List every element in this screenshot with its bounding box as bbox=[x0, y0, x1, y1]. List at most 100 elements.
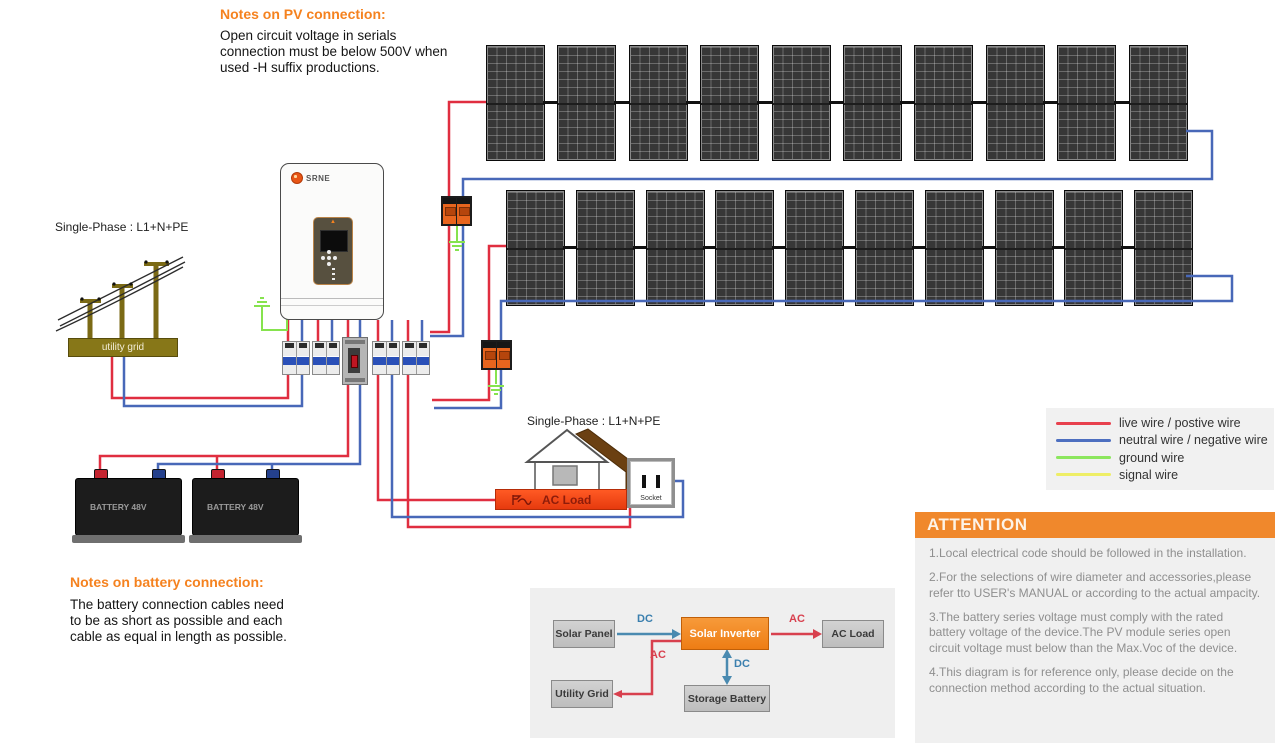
ac-label-top: AC bbox=[789, 613, 805, 625]
inverter-divider bbox=[281, 298, 383, 299]
main-breaker bbox=[342, 337, 368, 385]
attention-box: ATTENTION 1.Local electrical code should… bbox=[915, 512, 1275, 743]
pv-panel bbox=[843, 45, 902, 161]
srne-flame-icon bbox=[291, 172, 303, 184]
load-phase-label: Single-Phase : L1+N+PE bbox=[527, 414, 661, 428]
pv-panel bbox=[645, 190, 705, 306]
ac-load-label: AC Load bbox=[542, 492, 592, 507]
pv-series-link bbox=[1121, 246, 1135, 249]
inverter-brand: SRNE bbox=[306, 173, 331, 183]
legend-color-line bbox=[1056, 473, 1111, 477]
legend-item: live wire / postive wire bbox=[1056, 416, 1264, 430]
socket-slot-right bbox=[656, 475, 660, 488]
inverter-nav-buttons bbox=[327, 256, 331, 260]
indicator-arrow-icon: ▲ bbox=[330, 219, 336, 225]
pv-panel bbox=[506, 190, 565, 306]
ac-label-mid: AC bbox=[650, 649, 666, 661]
pv-panel bbox=[1128, 45, 1188, 161]
legend-item: signal wire bbox=[1056, 468, 1264, 482]
inverter: SRNE ▲ bbox=[280, 163, 384, 320]
block-storage-battery: Storage Battery bbox=[684, 685, 770, 712]
dc-label-mid: DC bbox=[734, 658, 750, 670]
inverter-divider-2 bbox=[281, 305, 383, 306]
pv-panel bbox=[771, 45, 831, 161]
legend-label: neutral wire / negative wire bbox=[1119, 433, 1268, 448]
legend-label: live wire / postive wire bbox=[1119, 416, 1241, 430]
pv-panel bbox=[924, 190, 984, 306]
inverter-button-column bbox=[331, 268, 335, 282]
attention-item: 1.Local electrical code should be follow… bbox=[929, 546, 1247, 560]
block-diagram-arrows bbox=[613, 629, 822, 698]
battery2-label: BATTERY 48V bbox=[207, 502, 264, 512]
pv-series-link bbox=[971, 101, 986, 104]
pv-panel bbox=[575, 190, 635, 306]
pv-panel bbox=[486, 45, 545, 161]
pv-series-link bbox=[702, 246, 716, 249]
battery-notes-body: The battery connection cables need to be… bbox=[70, 597, 287, 644]
inverter-logo: SRNE bbox=[291, 172, 330, 184]
battery1-label: BATTERY 48V bbox=[90, 502, 147, 512]
battery-1: BATTERY 48V bbox=[72, 478, 185, 543]
pv-notes-body: Open circuit voltage in serials connecti… bbox=[220, 28, 448, 75]
breaker-1 bbox=[282, 341, 310, 375]
pv-panel bbox=[785, 190, 845, 306]
block-diagram-panel bbox=[530, 588, 895, 738]
legend-color-line bbox=[1056, 421, 1111, 425]
block-solar-panel: Solar Panel bbox=[553, 620, 615, 648]
pv-panel bbox=[700, 45, 760, 161]
inverter-screen bbox=[320, 230, 348, 252]
legend-item: neutral wire / negative wire bbox=[1056, 433, 1268, 447]
utility-grid-bar: utility grid bbox=[68, 338, 178, 357]
pv-series-link bbox=[563, 246, 576, 249]
legend-label: signal wire bbox=[1119, 467, 1179, 482]
wire-legend: live wire / postive wire neutral wire / n… bbox=[1046, 408, 1274, 490]
pv-panel bbox=[1134, 190, 1194, 306]
breaker-2 bbox=[312, 341, 340, 375]
battery-notes-title: Notes on battery connection: bbox=[70, 574, 264, 590]
inverter-control-panel: ▲ bbox=[313, 217, 353, 285]
breaker-4 bbox=[402, 341, 430, 375]
ground-wires bbox=[254, 226, 504, 395]
battery-2: BATTERY 48V bbox=[189, 478, 302, 543]
attention-item: 4.This diagram is for reference only, pl… bbox=[929, 665, 1234, 695]
neutral-wires bbox=[122, 129, 1234, 519]
surge-protector-pv2 bbox=[481, 340, 512, 370]
legend-item: ground wire bbox=[1056, 451, 1264, 465]
ac-load-bar: AC Load bbox=[495, 489, 627, 510]
pv-panel bbox=[628, 45, 688, 161]
pv-notes-title: Notes on PV connection: bbox=[220, 6, 386, 22]
pv-panel bbox=[914, 45, 974, 161]
pv-panel bbox=[715, 190, 775, 306]
pv-series-link bbox=[685, 101, 701, 104]
pv-series-link bbox=[614, 101, 629, 104]
utility-poles bbox=[55, 256, 186, 338]
pv-panel bbox=[985, 45, 1045, 161]
attention-title: ATTENTION bbox=[915, 512, 1275, 538]
grid-phase-label: Single-Phase : L1+N+PE bbox=[55, 220, 189, 234]
pv-series-link bbox=[1114, 101, 1129, 104]
block-ac-load: AC Load bbox=[822, 620, 884, 648]
pv-series-link bbox=[1051, 246, 1065, 249]
attention-body: 1.Local electrical code should be follow… bbox=[915, 538, 1275, 713]
pv-series-link bbox=[632, 246, 646, 249]
legend-label: ground wire bbox=[1119, 450, 1185, 465]
ac-wave-icon bbox=[512, 494, 532, 505]
pv-series-link bbox=[757, 101, 772, 104]
pv-series-link bbox=[912, 246, 925, 249]
pv-panel bbox=[994, 190, 1054, 306]
attention-item: 3.The battery series voltage must comply… bbox=[929, 610, 1238, 655]
dc-label-top: DC bbox=[637, 613, 653, 625]
utility-grid-label: utility grid bbox=[101, 342, 145, 353]
pv-series-link bbox=[543, 101, 558, 104]
legend-color-line bbox=[1056, 456, 1111, 460]
pv-series-link bbox=[981, 246, 995, 249]
legend-color-line bbox=[1056, 438, 1111, 442]
socket-label: Socket bbox=[640, 495, 662, 502]
socket: Socket bbox=[627, 458, 675, 508]
breaker-3 bbox=[372, 341, 400, 375]
attention-item: 2.For the selections of wire diameter an… bbox=[929, 570, 1261, 600]
block-solar-inverter: Solar Inverter bbox=[681, 617, 769, 650]
surge-protector-pv1 bbox=[441, 196, 472, 226]
pv-panel bbox=[1064, 190, 1124, 306]
